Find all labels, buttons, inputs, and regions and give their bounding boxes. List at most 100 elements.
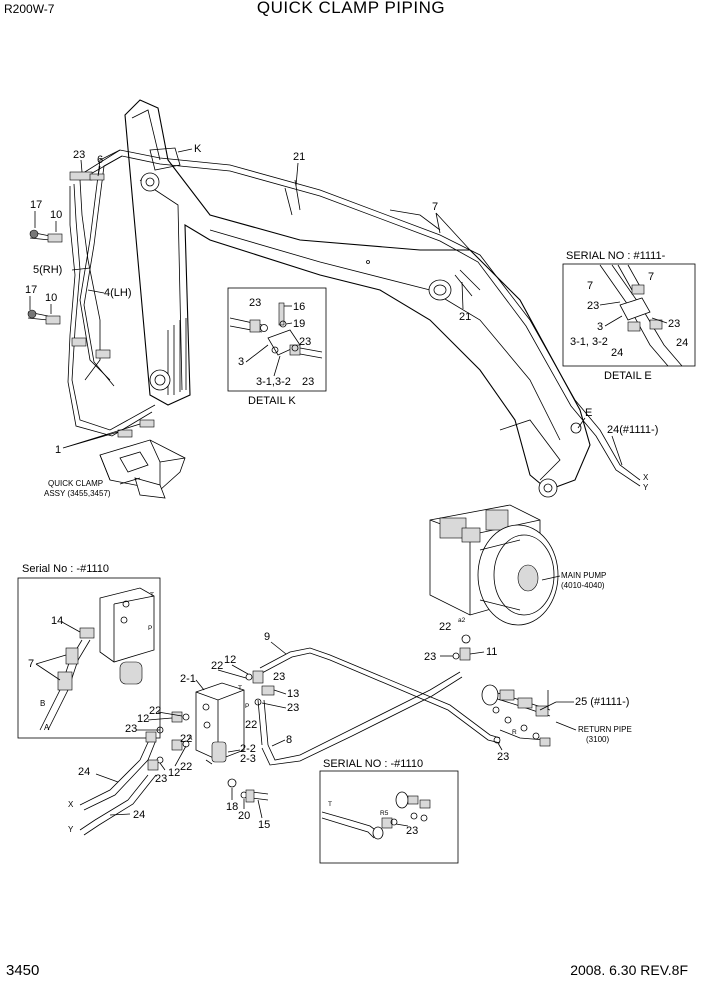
callout-label: 23 (424, 651, 436, 663)
callout-label: B (40, 699, 45, 708)
callout-label: 22 (180, 733, 192, 745)
callout-label: X (643, 473, 649, 482)
serial-bottom-caption: SERIAL NO : -#1110 (323, 758, 423, 770)
callout-label: 3 (238, 356, 244, 368)
callout-label: 2-2 (240, 743, 256, 755)
callout-label: 23 (73, 149, 85, 161)
page-number: 3450 (6, 962, 40, 979)
callout-label: 10 (50, 209, 62, 221)
callout-label: 11 (486, 646, 497, 658)
callout-label: 7 (432, 201, 438, 213)
serial-box-left: Serial No : -#1110 14 7 T P B A (17, 563, 161, 739)
callout-label: 21 (293, 151, 305, 163)
boom-drawing (124, 99, 591, 498)
callout-label: 10 (45, 292, 57, 304)
top-labels: 23 6 K 21 7 17 10 5(RH) 4(LH) 17 10 21 1… (25, 143, 658, 498)
callout-label: 18 (226, 801, 238, 813)
callout-label: 17 (30, 199, 42, 211)
callout-label: 24 (611, 347, 623, 359)
callout-label: P (148, 625, 152, 632)
callout-label: 4(LH) (104, 287, 132, 299)
model-code: R200W-7 (4, 2, 55, 16)
callout-label: 9 (264, 631, 270, 643)
callout-label: a2 (458, 617, 466, 624)
callout-label: 7 (648, 271, 654, 283)
callout-label: 24(#1111-) (607, 424, 658, 436)
callout-label: 12 (168, 767, 180, 779)
callout-label: K (194, 143, 202, 155)
detail-k-caption: DETAIL K (248, 395, 296, 407)
callout-label: E (585, 407, 592, 419)
callout-label: 12 (224, 654, 236, 666)
callout-label: ASSY (3455,3457) (44, 489, 111, 498)
callout-label: 23 (299, 336, 311, 348)
detail-e-serial: SERIAL NO : #1111- (566, 250, 666, 262)
callout-label: 5(RH) (33, 264, 62, 276)
callout-label: 8 (286, 734, 292, 746)
callout-label: 1 (55, 444, 61, 456)
callout-label: 23 (125, 723, 137, 735)
callout-label: 22 (245, 719, 257, 731)
callout-label: R5 (380, 810, 389, 817)
callout-label: 3 (597, 321, 603, 333)
callout-label: 22 (439, 621, 451, 633)
callout-label: 23 (587, 300, 599, 312)
callout-label: MAIN PUMP (561, 571, 606, 580)
callout-label: R (512, 729, 517, 736)
callout-label: A (188, 735, 193, 742)
callout-label: 25 (#1111-) (575, 696, 629, 708)
callout-label: 23 (668, 318, 680, 330)
callout-label: (4010-4040) (561, 581, 605, 590)
callout-label: 14 (51, 615, 63, 627)
callout-label: 23 (287, 702, 299, 714)
page-title: QUICK CLAMP PIPING (256, 0, 446, 17)
callout-label: 23 (249, 297, 261, 309)
callout-label: 3-1, 3-2 (570, 336, 608, 348)
detail-e-box: SERIAL NO : #1111- 7 7 23 3 23 3-1, 3-2 … (562, 250, 696, 382)
callout-label: 17 (25, 284, 37, 296)
callout-label: T (150, 592, 154, 599)
callout-label: 22 (211, 660, 223, 672)
callout-label: 3-1,3-2 (256, 376, 291, 388)
callout-label: (3100) (586, 735, 609, 744)
detail-e-caption: DETAIL E (604, 370, 652, 382)
callout-label: QUICK CLAMP (48, 479, 103, 488)
callout-label: 24 (133, 809, 145, 821)
callout-label: 7 (28, 658, 34, 670)
callout-label: RETURN PIPE (578, 725, 632, 734)
callout-label: 2-1 (180, 673, 196, 685)
callout-label: 19 (293, 318, 305, 330)
callout-label: 23 (406, 825, 418, 837)
quick-clamp-assembly (99, 419, 186, 499)
callout-label: Y (643, 483, 649, 492)
callout-label: 12 (137, 713, 149, 725)
callout-label: 23 (302, 376, 314, 388)
detail-k-box: 23 16 19 3 23 3-1,3-2 23 DETAIL K (227, 287, 327, 407)
callout-label: 21 (459, 311, 471, 323)
callout-label: 16 (293, 301, 305, 313)
callout-label: 15 (258, 819, 270, 831)
callout-label: 23 (273, 671, 285, 683)
serial-box-bottom: SERIAL NO : -#1110 T R5 23 (319, 758, 459, 864)
callout-label: 6 (97, 154, 103, 166)
callout-label: 22 (149, 705, 161, 717)
callout-label: T (328, 801, 332, 808)
serial-left-caption: Serial No : -#1110 (22, 563, 109, 575)
callout-label: Y (68, 825, 74, 834)
bottom-labels: 9 22 a2 23 11 2-1 22 12 23 T 13 23 22 P … (68, 617, 632, 834)
callout-label: 22 (180, 761, 192, 773)
svg-text:T: T (238, 685, 242, 692)
fittings (145, 634, 557, 803)
callout-label: 23 (497, 751, 509, 763)
main-pump: MAIN PUMP (4010-4040) (429, 504, 606, 626)
callout-label: 20 (238, 810, 250, 822)
callout-label: 7 (587, 280, 593, 292)
callout-label: 24 (78, 766, 90, 778)
callout-label: A (44, 723, 50, 732)
callout-label: 13 (287, 688, 299, 700)
revision-date: 2008. 6.30 REV.8F (570, 962, 688, 978)
callout-label: P (245, 703, 249, 710)
valve-block (195, 682, 245, 765)
boom-hoses (67, 149, 641, 487)
